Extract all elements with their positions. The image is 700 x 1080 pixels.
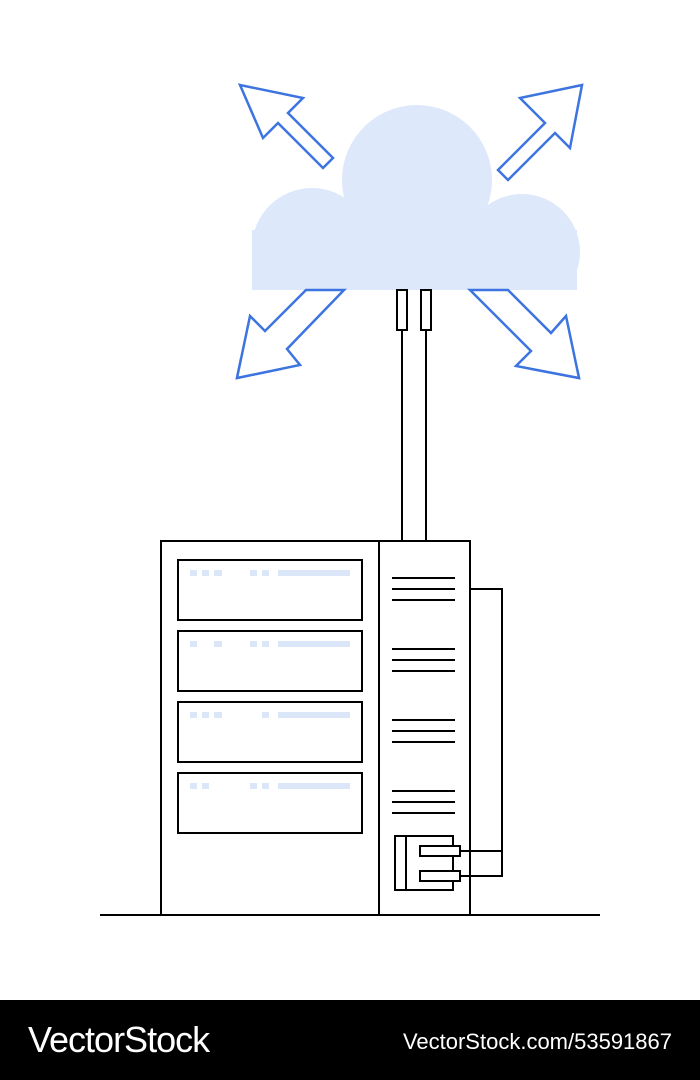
- cloud-server-illustration: [100, 83, 600, 916]
- drive-slot-1: [177, 559, 363, 621]
- watermark-footer: VectorStock VectorStock.com/53591867: [0, 1000, 700, 1080]
- slot-indicators: [190, 570, 350, 789]
- drive-slots: [177, 559, 363, 834]
- expand-arrows-lower-icon: [235, 288, 581, 380]
- arrow-top-right-icon: [496, 83, 584, 182]
- drive-slot-4: [177, 772, 363, 834]
- cloud-icon: [252, 105, 580, 310]
- plug-connector-icon: [394, 588, 503, 891]
- arrow-top-left-icon: [237, 83, 335, 170]
- vent-lines: [392, 577, 455, 814]
- drive-slot-3: [177, 701, 363, 763]
- cable: [396, 289, 432, 541]
- drive-slot-2: [177, 630, 363, 692]
- brand-logo: VectorStock: [28, 1019, 210, 1060]
- asset-id: VectorStock.com/53591867: [402, 1029, 672, 1054]
